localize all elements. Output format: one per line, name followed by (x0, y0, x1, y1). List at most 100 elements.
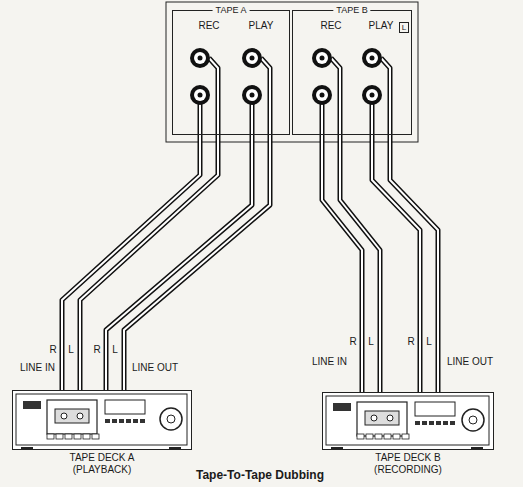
button (133, 419, 138, 423)
wire-core (124, 135, 270, 390)
wire-core (261, 58, 270, 135)
wire-core (321, 104, 323, 135)
tape-deck: TAPE DECK B (RECORDING) (322, 392, 494, 450)
jack-label: PLAY (368, 20, 395, 32)
rca-jack (242, 48, 262, 68)
wire-outline (62, 135, 200, 390)
reel (371, 415, 377, 421)
wire-outline (320, 104, 325, 135)
display (415, 402, 455, 416)
rca-jacks (190, 48, 390, 135)
deck-label: TAPE DECK A (PLAYBACK) (42, 452, 162, 476)
jack-label: REC (319, 20, 342, 32)
transport-key (402, 434, 409, 439)
tape-deck: TAPE DECK A (PLAYBACK) (12, 390, 192, 450)
power-switch (23, 401, 41, 409)
wire-outline (124, 135, 270, 390)
rca-jack (190, 85, 210, 105)
cassette-window (55, 409, 89, 423)
deck-label: TAPE DECK B (RECORDING) (348, 452, 468, 476)
wire-outline (198, 104, 203, 135)
channel-label: R (406, 336, 415, 348)
wire-outline (331, 58, 340, 135)
wire-outline (381, 58, 390, 135)
rca-jack (242, 85, 262, 105)
rca-jack-ring (246, 89, 258, 101)
transport-key (384, 434, 391, 439)
rca-jack (362, 85, 382, 105)
knob-center (167, 415, 175, 423)
wire-outline (250, 104, 255, 135)
channel-label: R (48, 344, 57, 356)
display (105, 400, 145, 414)
button (140, 419, 145, 423)
wire-outline (209, 58, 218, 135)
button (429, 421, 434, 425)
wire-outline (106, 135, 252, 390)
stereo-cable (372, 135, 438, 392)
transport-key (74, 434, 81, 439)
button (450, 421, 455, 425)
transport-key (83, 434, 90, 439)
reel (61, 413, 67, 419)
transport-key (357, 434, 364, 439)
rca-jack-ring (316, 89, 328, 101)
foot (471, 447, 483, 450)
button (112, 419, 117, 423)
rca-jack-ring (246, 52, 258, 64)
deck-face (326, 396, 489, 445)
mode-icon: L (399, 22, 409, 33)
rca-jack (362, 48, 382, 68)
channel-label: L (425, 336, 433, 348)
cassette-door (357, 402, 407, 436)
wire-core (331, 58, 340, 135)
channel-label: L (67, 344, 75, 356)
wire-outline (372, 135, 420, 392)
wire-core (80, 135, 218, 390)
button (415, 421, 420, 425)
rear-panel (166, 2, 418, 142)
rca-jack-pin (320, 93, 325, 98)
button (422, 421, 427, 425)
rca-jack-pin (370, 56, 375, 61)
rca-jack-ring (316, 52, 328, 64)
wire-core (381, 58, 390, 135)
wire-core (371, 104, 373, 135)
transport-key (375, 434, 382, 439)
wire-core (209, 58, 218, 135)
knob-center (469, 416, 477, 424)
foot (169, 447, 181, 450)
rca-jack-pin (320, 56, 325, 61)
transport-key (366, 434, 373, 439)
figure-caption: Tape-To-Tape Dubbing (160, 468, 360, 483)
level-knob (160, 408, 182, 430)
terminal-label: LINE IN (19, 362, 56, 374)
terminal-label: LINE OUT (131, 362, 179, 374)
rca-jack-ring (366, 89, 378, 101)
terminal-label: LINE OUT (446, 356, 494, 368)
transport-key (47, 434, 54, 439)
foot (331, 447, 343, 450)
transport-key (56, 434, 63, 439)
wire-core (251, 104, 253, 135)
stereo-cable (106, 135, 270, 390)
rca-jack-ring (194, 52, 206, 64)
cassette-window (365, 411, 399, 425)
wire-core (390, 135, 438, 392)
reel (387, 415, 393, 421)
wire-outline (261, 58, 270, 135)
button (443, 421, 448, 425)
rca-jack-pin (250, 56, 255, 61)
cassette-door (47, 400, 97, 434)
rca-jack-pin (250, 93, 255, 98)
button (119, 419, 124, 423)
rca-jack-pin (370, 93, 375, 98)
panel-title: TAPE A (213, 4, 250, 16)
wire-core (106, 135, 252, 390)
button (105, 419, 110, 423)
button (436, 421, 441, 425)
channel-label: R (92, 344, 101, 356)
rca-jack-ring (366, 52, 378, 64)
wire-outline (80, 135, 218, 390)
stereo-cable (62, 135, 218, 390)
